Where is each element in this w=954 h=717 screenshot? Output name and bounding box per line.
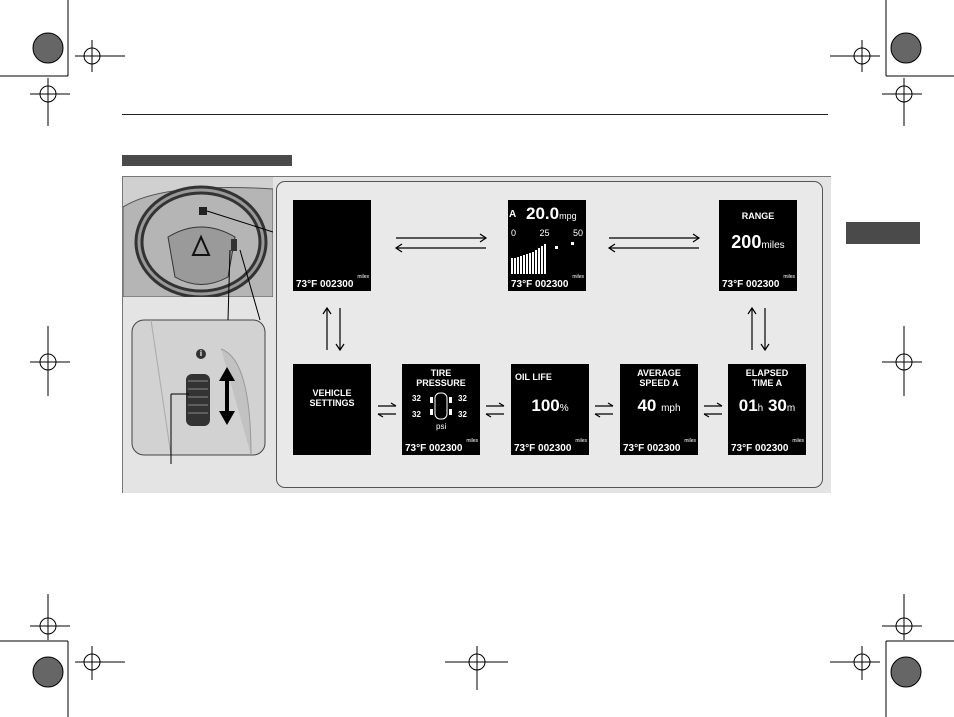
- arrow-pair-bottom-2: [486, 403, 504, 417]
- arrow-pair-top-right: [609, 234, 699, 252]
- arrow-pair-right-vertical: [748, 308, 769, 350]
- arrow-pair-bottom-3: [595, 403, 613, 417]
- arrow-pair-bottom-1: [378, 403, 396, 417]
- arrow-pair-top-left: [396, 234, 486, 252]
- arrow-pair-left-vertical: [323, 308, 344, 350]
- arrow-pair-bottom-4: [704, 403, 722, 417]
